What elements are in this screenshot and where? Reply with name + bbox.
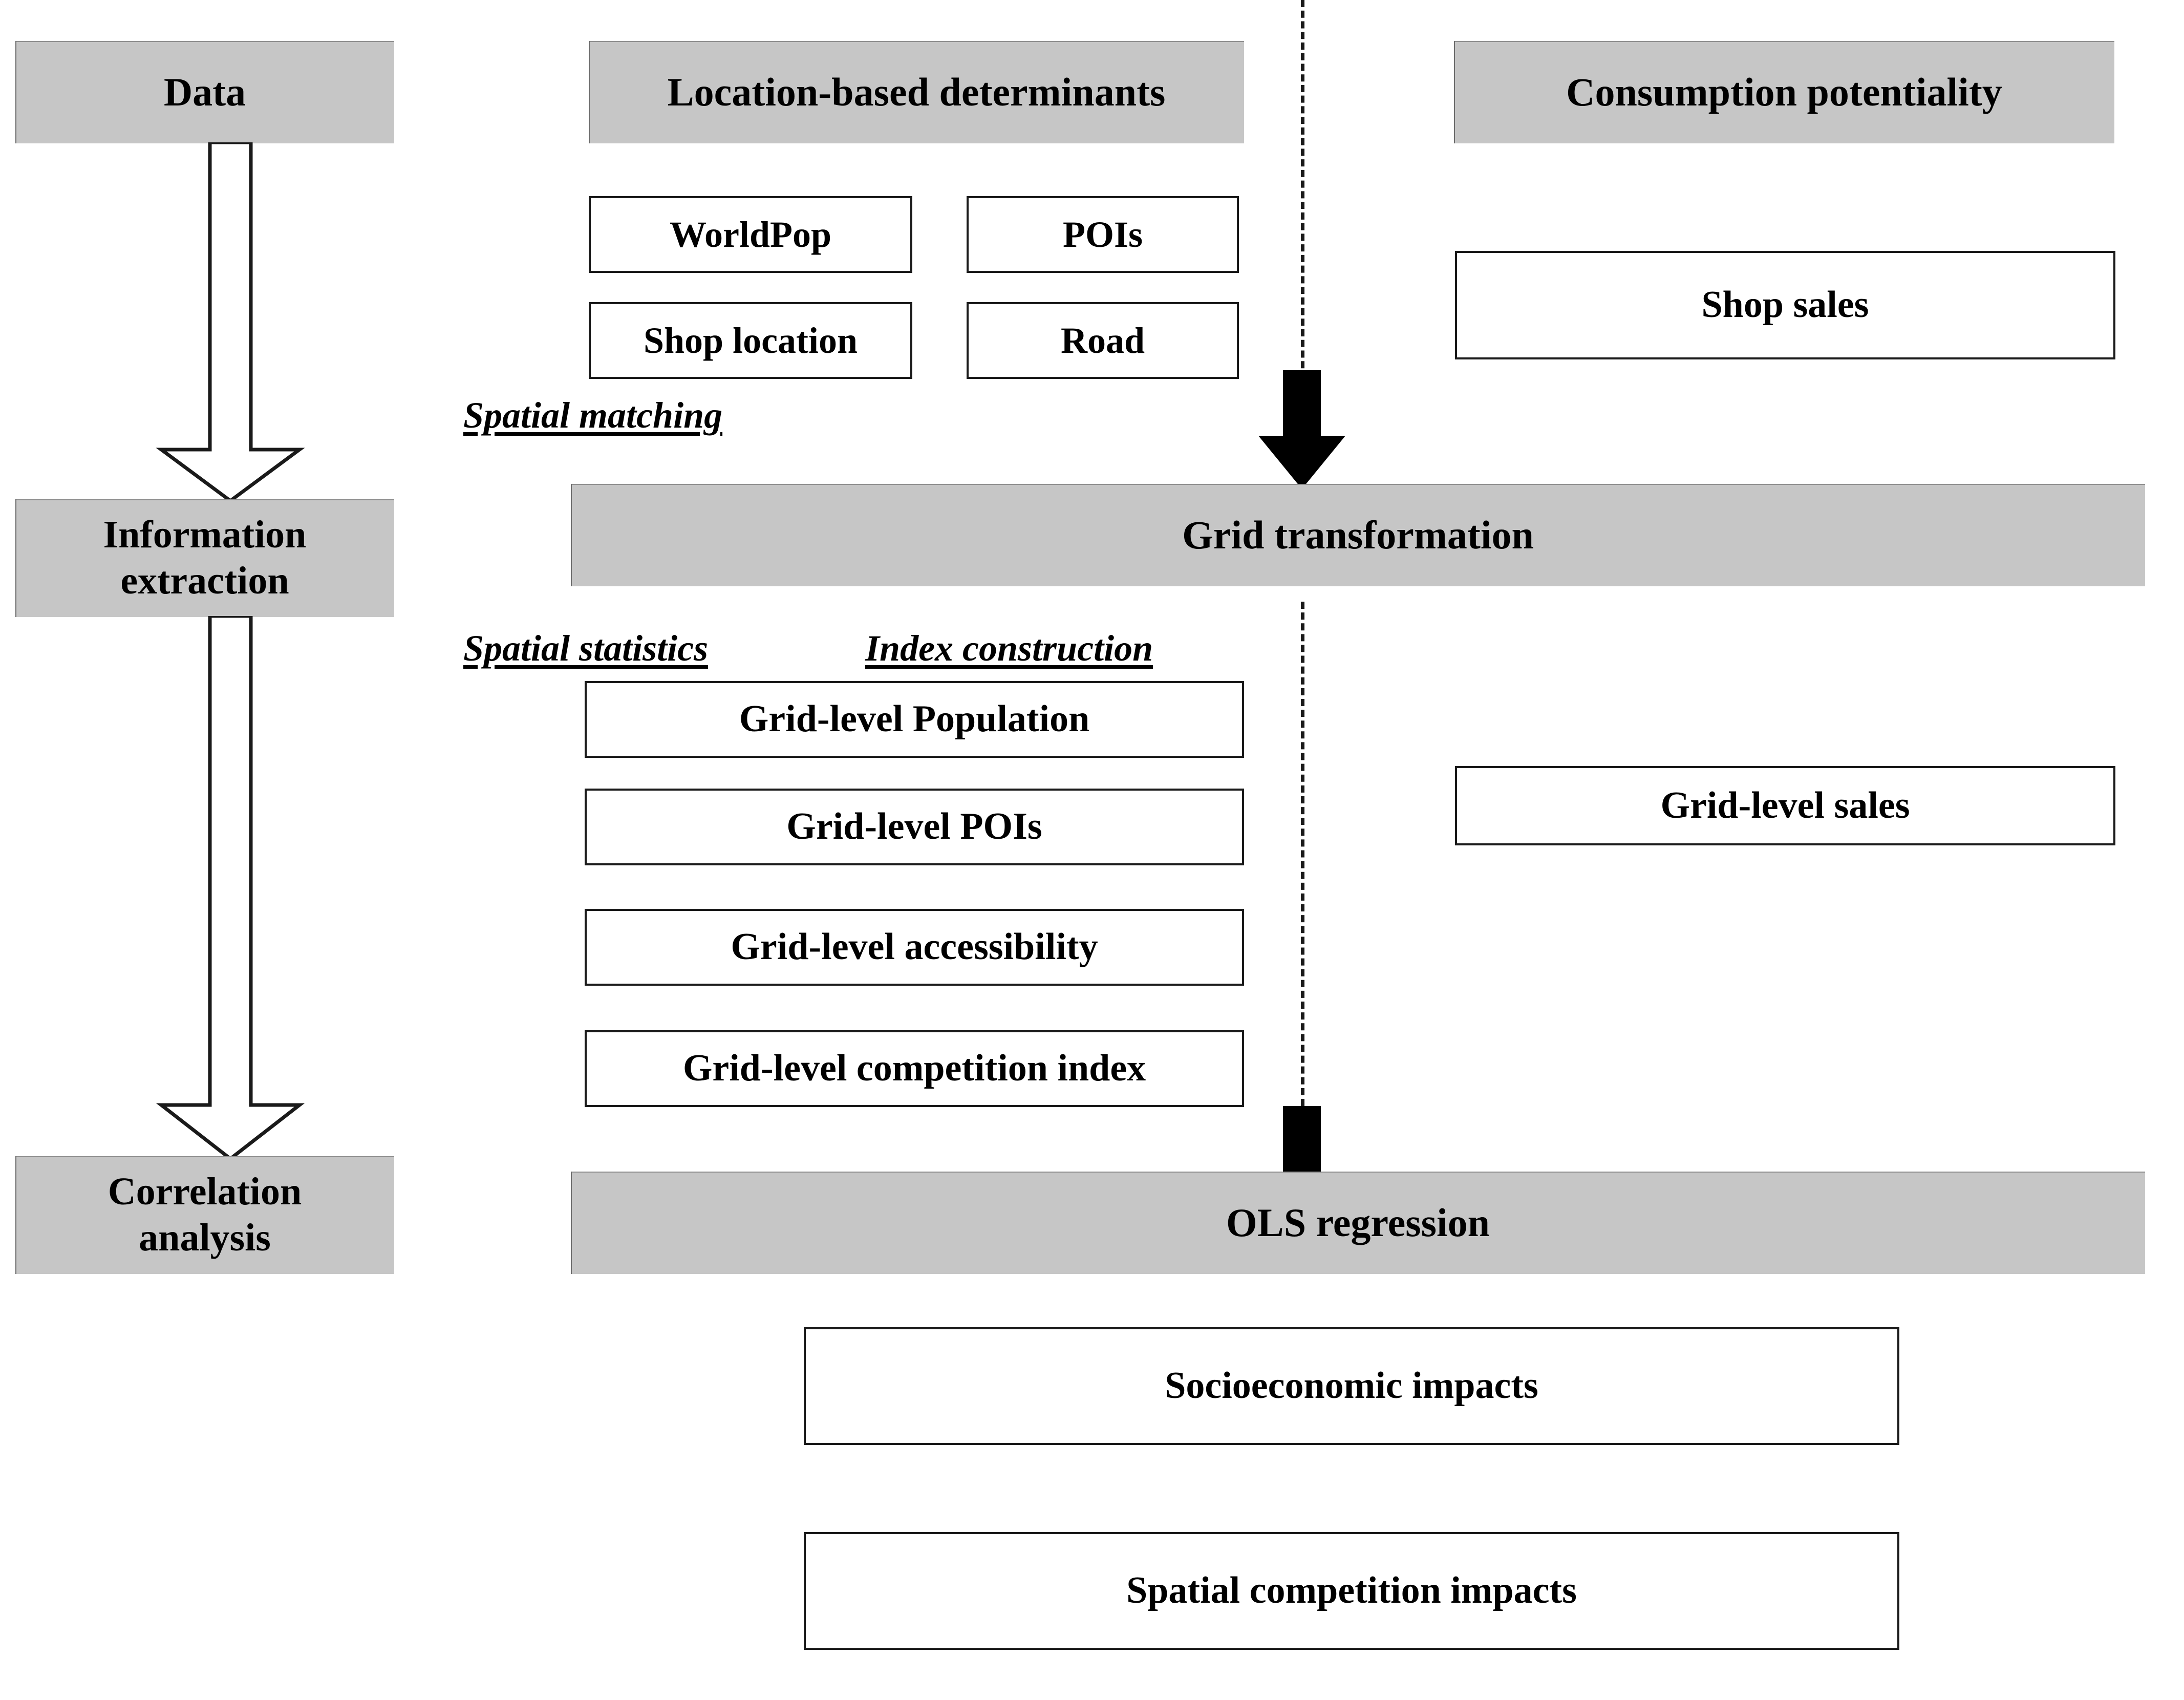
source-box-road-label: Road [1060, 320, 1145, 361]
header-consumption-potentiality: Consumption potentiality [1454, 41, 2114, 143]
arrow-information-extraction-to-correlation-analysis [156, 616, 305, 1159]
arrow-data-to-information-extraction [156, 142, 305, 501]
source-box-worldpop-label: WorldPop [669, 214, 832, 255]
source-box-worldpop: WorldPop [589, 196, 912, 273]
right-box-grid-level-sales-label: Grid-level sales [1660, 784, 1910, 826]
grid-variable-box-competition-index-label: Grid-level competition index [682, 1047, 1146, 1090]
stage-data: Data [15, 41, 394, 143]
right-box-shop-sales: Shop sales [1455, 251, 2115, 359]
grid-variable-box-pois-label: Grid-level POIs [786, 805, 1042, 848]
annotation-spatial-matching: Spatial matching [463, 395, 723, 436]
source-box-road: Road [967, 302, 1239, 379]
annotation-index-construction: Index construction [865, 628, 1153, 669]
grid-variable-box-accessibility-label: Grid-level accessibility [731, 926, 1098, 968]
output-box-spatial-competition-impacts-label: Spatial competition impacts [1126, 1569, 1577, 1612]
stage-information-extraction: Information extraction [15, 499, 394, 617]
grid-variable-box-accessibility: Grid-level accessibility [585, 909, 1244, 986]
stage-correlation-analysis-line2: analysis [139, 1216, 271, 1259]
stage-information-extraction-line2: extraction [120, 559, 289, 602]
arrow-to-grid-transformation [1258, 370, 1345, 489]
dashed-connector-middle [1301, 602, 1304, 1106]
header-location-based-determinants-label: Location-based determinants [667, 69, 1166, 114]
process-bar-grid-transformation-label: Grid transformation [1182, 512, 1534, 557]
process-bar-ols-regression: OLS regression [571, 1172, 2145, 1274]
header-consumption-potentiality-label: Consumption potentiality [1566, 69, 2002, 114]
source-box-shop-location: Shop location [589, 302, 912, 379]
stage-data-label: Data [163, 69, 246, 114]
source-box-shop-location-label: Shop location [643, 320, 858, 361]
output-box-socioeconomic-impacts: Socioeconomic impacts [804, 1327, 1899, 1445]
source-box-pois: POIs [967, 196, 1239, 273]
grid-variable-box-population-label: Grid-level Population [739, 698, 1090, 740]
source-box-pois-label: POIs [1062, 214, 1143, 255]
dashed-connector-top [1301, 0, 1304, 379]
output-box-socioeconomic-impacts-label: Socioeconomic impacts [1165, 1365, 1538, 1407]
stage-correlation-analysis-line1: Correlation [108, 1170, 302, 1214]
stage-correlation-analysis: Correlation analysis [15, 1156, 394, 1274]
process-bar-grid-transformation: Grid transformation [571, 484, 2145, 586]
right-box-grid-level-sales: Grid-level sales [1455, 766, 2115, 845]
grid-variable-box-pois: Grid-level POIs [585, 789, 1244, 865]
stage-information-extraction-line1: Information [103, 513, 307, 557]
annotation-spatial-statistics: Spatial statistics [463, 628, 709, 669]
header-location-based-determinants: Location-based determinants [589, 41, 1244, 143]
grid-variable-box-competition-index: Grid-level competition index [585, 1030, 1244, 1107]
process-bar-ols-regression-label: OLS regression [1226, 1200, 1490, 1245]
right-box-shop-sales-label: Shop sales [1701, 284, 1869, 326]
output-box-spatial-competition-impacts: Spatial competition impacts [804, 1532, 1899, 1650]
grid-variable-box-population: Grid-level Population [585, 681, 1244, 758]
